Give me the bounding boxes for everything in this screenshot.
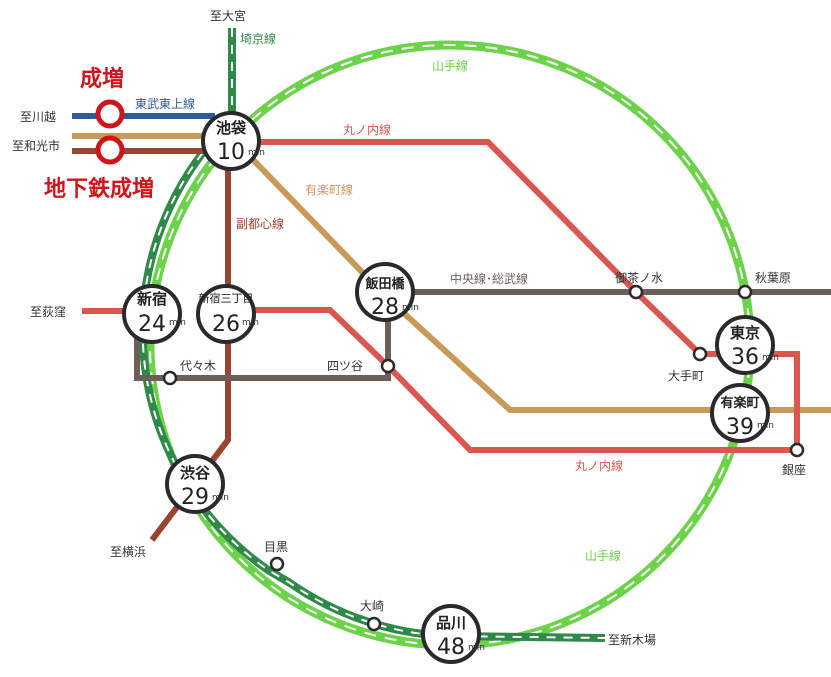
station-shibuya: 渋谷 29 min <box>165 454 229 514</box>
station-iidabashi: 飯田橋 28 min <box>355 262 419 322</box>
osaki-station-icon <box>366 616 382 632</box>
station-name: 品川 <box>436 614 466 632</box>
yamanote-line-label-top: 山手線 <box>432 58 468 73</box>
station-minutes: 28 <box>371 295 399 320</box>
station-minutes: 36 <box>731 345 759 370</box>
station-name: 東京 <box>730 324 760 342</box>
akihabara-station-icon <box>737 284 753 300</box>
yurakucho-line-label: 有楽町線 <box>305 182 353 197</box>
station-shinjuku-sanchome: 新宿三丁目 26 min <box>196 284 259 344</box>
station-tokyo: 東京 36 min <box>715 315 779 375</box>
to-shinkiba-label: 至新木場 <box>608 632 656 647</box>
station-unit: min <box>242 318 259 328</box>
ginza-station-icon <box>789 442 805 458</box>
tobu-tojo-line-label: 東武東上線 <box>135 96 195 111</box>
yoyogi-station-icon <box>162 370 178 386</box>
station-unit: min <box>762 353 779 363</box>
yoyogi-label: 代々木 <box>180 359 216 373</box>
station-unit: min <box>468 643 485 653</box>
station-minutes: 26 <box>212 312 240 337</box>
yotsuya-station-icon <box>380 358 396 374</box>
meguro-station-icon <box>269 556 285 572</box>
chikatetsu-narimasu-station-icon <box>95 135 125 165</box>
station-minutes: 29 <box>181 485 209 510</box>
station-unit: min <box>169 318 186 328</box>
narimasu-group: 成増 地下鉄成増 <box>44 66 154 202</box>
akihabara-label: 秋葉原 <box>755 271 791 285</box>
station-name: 有楽町 <box>720 395 759 411</box>
meguro-label: 目黒 <box>264 540 288 554</box>
station-ikebukuro: 池袋 10 min <box>201 111 265 171</box>
narimasu-label: 成増 <box>80 66 124 92</box>
chuo-sobu-line-label: 中央線･総武線 <box>450 271 528 286</box>
ginza-label: 銀座 <box>782 462 806 477</box>
station-shinjuku: 新宿 24 min <box>122 284 186 344</box>
to-ogikubo-label: 至荻窪 <box>30 304 66 319</box>
station-yurakucho: 有楽町 39 min <box>710 383 774 443</box>
station-unit: min <box>248 148 265 158</box>
station-minutes: 39 <box>726 415 754 440</box>
station-unit: min <box>212 493 229 503</box>
ochanomizu-label: 御茶ノ水 <box>615 270 663 285</box>
station-minutes: 24 <box>138 312 166 337</box>
station-shinagawa: 品川 48 min <box>421 604 485 664</box>
chuo-sobu-line <box>134 289 831 381</box>
to-wakoshi-label: 至和光市 <box>12 138 60 153</box>
fukutoshin-line-label: 副都心線 <box>236 216 284 231</box>
station-unit: min <box>402 303 419 313</box>
station-name: 飯田橋 <box>364 276 405 292</box>
station-name: 池袋 <box>216 119 247 137</box>
chikatetsu-narimasu-label: 地下鉄成増 <box>44 176 154 202</box>
station-minutes: 48 <box>437 635 465 660</box>
marunouchi-line-label-top: 丸ノ内線 <box>343 122 391 137</box>
saikyo-line-label: 埼京線 <box>240 31 276 46</box>
minor-stations: 御茶ノ水 秋葉原 大手町 四ツ谷 代々木 銀座 目黒 大崎 <box>162 270 806 632</box>
marunouchi-line <box>225 139 800 453</box>
yotsuya-label: 四ツ谷 <box>327 359 363 373</box>
to-kawagoe-label: 至川越 <box>20 110 56 124</box>
marunouchi-line-label-bottom: 丸ノ内線 <box>575 458 623 473</box>
to-yokohama-label: 至横浜 <box>110 545 146 559</box>
to-omiya-label: 至大宮 <box>210 8 246 23</box>
otemachi-label: 大手町 <box>668 369 704 383</box>
saikyo-line <box>138 28 606 642</box>
station-minutes: 10 <box>217 140 245 165</box>
narimasu-station-icon <box>95 99 125 129</box>
station-name: 渋谷 <box>180 464 211 482</box>
yamanote-line-label-bottom: 山手線 <box>585 548 621 563</box>
station-unit: min <box>757 421 774 431</box>
osaki-label: 大崎 <box>360 599 384 613</box>
station-name: 新宿三丁目 <box>199 291 254 305</box>
otemachi-station-icon <box>692 346 708 362</box>
station-name: 新宿 <box>137 290 167 308</box>
ochanomizu-station-icon <box>628 284 644 300</box>
